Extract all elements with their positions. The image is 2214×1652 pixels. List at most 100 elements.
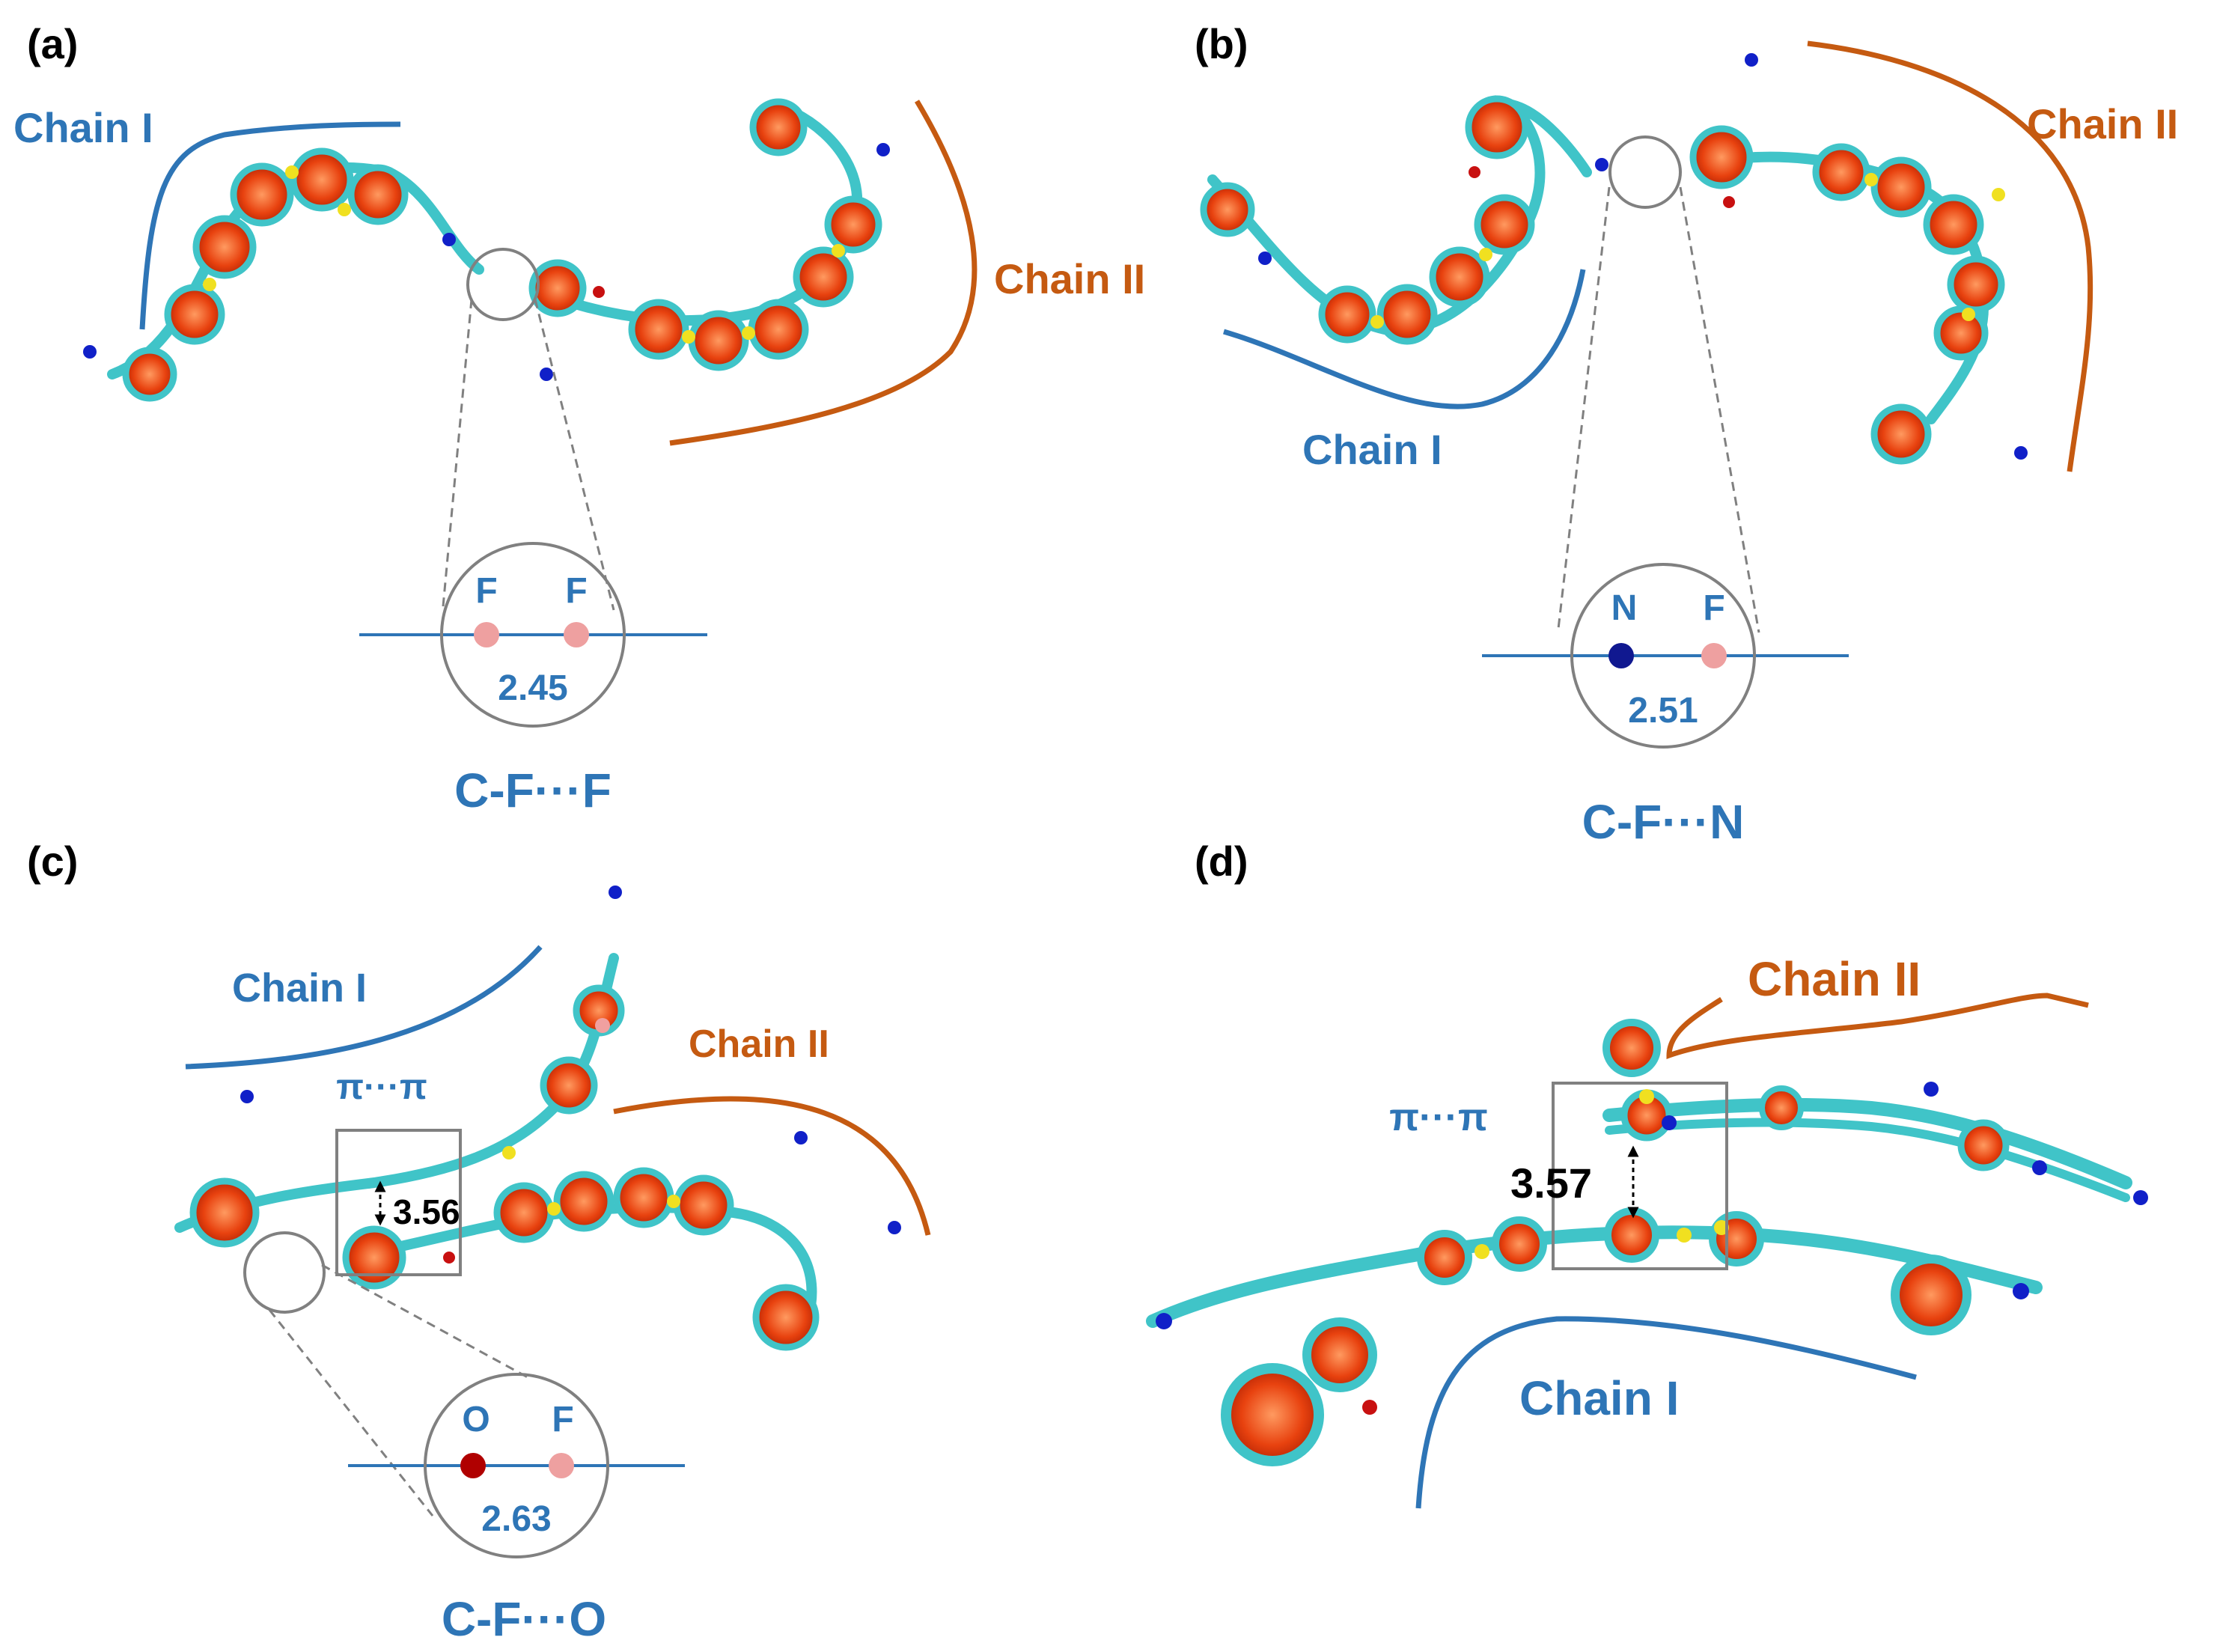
fluorine-atom xyxy=(1701,643,1727,668)
panel-c-contact-circle xyxy=(243,1231,326,1314)
sulfur-atom xyxy=(285,165,299,179)
ring xyxy=(493,1182,555,1243)
nitrogen-atom xyxy=(1745,53,1758,67)
panel-c-stacking-distance: 3.56 xyxy=(393,1192,460,1231)
ring xyxy=(1318,285,1376,344)
panel-c-chain-i-molecule xyxy=(174,886,625,1248)
ring xyxy=(1417,1230,1472,1285)
nitrogen-atom xyxy=(1258,252,1272,265)
ring xyxy=(1759,1085,1804,1130)
panel-a-chain-i-molecule xyxy=(83,147,484,402)
ring xyxy=(290,147,354,212)
panel-c-label: (c) xyxy=(27,838,78,885)
panel-c: (c) Chain I Chain II π···π xyxy=(27,838,931,1646)
nitrogen-atom xyxy=(442,233,456,246)
inset-atom-left-label: F xyxy=(475,571,497,611)
sulfur-atom xyxy=(338,203,351,216)
ring xyxy=(1474,194,1535,255)
ring xyxy=(1957,1119,2010,1171)
nitrogen-atom xyxy=(794,1131,808,1144)
ring xyxy=(1465,95,1529,159)
panel-a-chain-ii-label: Chain II xyxy=(994,255,1145,302)
fluorine-atom xyxy=(474,622,499,647)
panel-b-chain-i-molecule xyxy=(1200,95,1608,345)
nitrogen-atom xyxy=(1924,1082,1939,1097)
inset-atom-right-label: F xyxy=(565,571,587,611)
panel-b-chain-ii-molecule xyxy=(1689,53,2028,465)
nitrogen-atom xyxy=(876,143,890,156)
ring xyxy=(628,299,689,360)
oxygen-atom xyxy=(460,1453,486,1478)
panel-a-inset: F F 2.45 xyxy=(359,542,707,728)
panel-b: (b) Chain II Chain I xyxy=(1195,20,2178,849)
panel-a-guide-line xyxy=(534,299,615,611)
nitrogen-atom xyxy=(1662,1115,1677,1130)
sulfur-atom xyxy=(1475,1244,1489,1259)
panel-a: (a) Chain I Chain II xyxy=(13,20,1145,817)
panel-c-guide-line xyxy=(321,1264,528,1379)
oxygen-atom xyxy=(1362,1400,1377,1415)
ring xyxy=(122,347,177,402)
nitrogen-atom xyxy=(2014,446,2028,460)
sulfur-atom xyxy=(1864,173,1878,186)
ring xyxy=(1812,143,1870,201)
ring xyxy=(1602,1019,1661,1077)
sulfur-atom xyxy=(1370,315,1384,329)
sulfur-atom xyxy=(1677,1228,1692,1243)
panel-b-chain-i-bracket xyxy=(1223,269,1586,409)
sulfur-atom xyxy=(203,278,216,291)
ring xyxy=(540,1056,598,1115)
ring xyxy=(230,162,294,227)
panel-b-interaction-label: C-F···N xyxy=(1582,795,1745,849)
nitrogen-atom xyxy=(2013,1283,2029,1299)
nitrogen-atom xyxy=(609,886,622,899)
ring xyxy=(342,1225,406,1290)
panel-a-interaction-label: C-F···F xyxy=(454,763,612,817)
sulfur-atom xyxy=(1639,1089,1654,1104)
ring xyxy=(752,1284,820,1351)
panel-c-inset: O F 2.63 xyxy=(348,1373,685,1558)
sulfur-atom xyxy=(682,330,695,344)
oxygen-atom xyxy=(443,1252,455,1264)
ring xyxy=(749,98,808,156)
nitrogen-atom xyxy=(240,1090,254,1103)
ring xyxy=(528,259,587,317)
panel-b-label: (b) xyxy=(1195,20,1248,67)
sulfur-atom xyxy=(832,244,845,257)
panel-d-chain-ii-label: Chain II xyxy=(1748,952,1921,1006)
ring xyxy=(1302,1317,1377,1392)
inset-circle xyxy=(1570,563,1756,749)
panel-a-chain-ii-bracket xyxy=(669,100,978,446)
nitrogen-atom xyxy=(1608,643,1634,668)
oxygen-atom xyxy=(1469,166,1480,178)
inset-distance-label: 2.63 xyxy=(481,1499,551,1539)
nitrogen-atom xyxy=(888,1221,901,1234)
ring xyxy=(1923,194,1984,255)
panel-b-chain-ii-label: Chain II xyxy=(2027,100,2178,147)
panel-d-chain-i-bracket xyxy=(1415,1316,1917,1509)
inset-circle xyxy=(424,1373,609,1558)
nitrogen-atom xyxy=(2133,1190,2148,1205)
ring xyxy=(1200,182,1255,237)
panel-c-guide-line xyxy=(268,1309,434,1517)
panel-a-label: (a) xyxy=(27,20,78,67)
inset-atom-left-label: N xyxy=(1611,588,1638,628)
panel-d: (d) Chain II Chain I π···π xyxy=(1146,838,2148,1509)
panel-d-label: (d) xyxy=(1195,838,1248,885)
panel-c-chain-ii-molecule xyxy=(342,1131,901,1351)
sulfur-atom xyxy=(1992,188,2005,201)
panel-a-chain-ii-molecule xyxy=(528,98,890,381)
ring xyxy=(793,246,854,308)
inset-distance-label: 2.51 xyxy=(1628,691,1698,731)
ring xyxy=(1604,1207,1659,1263)
panel-c-stacking-box xyxy=(335,1129,462,1276)
panel-d-stacking-distance: 3.57 xyxy=(1510,1159,1592,1207)
panel-c-chain-i-bracket xyxy=(185,945,543,1070)
ring xyxy=(573,984,625,1037)
ring xyxy=(1689,125,1754,189)
sulfur-atom xyxy=(667,1195,680,1208)
panel-a-contact-circle xyxy=(466,248,540,321)
inset-distance-label: 2.45 xyxy=(498,668,567,708)
panel-d-chain-ii-molecule xyxy=(1602,1019,2148,1205)
fluorine-atom xyxy=(549,1453,574,1478)
